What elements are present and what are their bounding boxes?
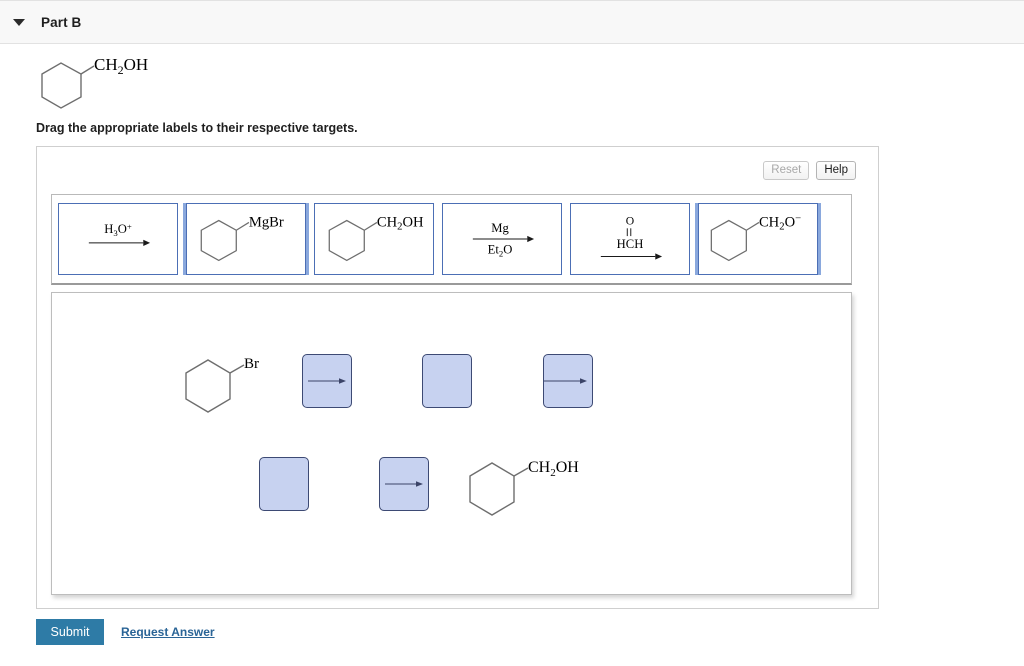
carbonyl-arrow-drawing: O HCH [600, 214, 663, 260]
substituent-label: CH2OH [94, 55, 148, 77]
reactant-cyclohexyl-bromide: Br [180, 348, 300, 428]
submit-button[interactable]: Submit [36, 619, 104, 645]
substituent-label: CH2OH [528, 459, 579, 479]
arrow-icon [308, 378, 346, 384]
carbonyl-oxygen-label: O [626, 214, 634, 227]
reset-button[interactable]: Reset [763, 161, 810, 180]
arrow-icon [385, 481, 423, 487]
substituent-label: CH2OH [377, 214, 424, 232]
prompt-structure-cyclohexylmethanol: CH2OH [36, 52, 236, 114]
structure-drawing: MgBr [200, 214, 284, 262]
structure-drawing: CH2OH [328, 214, 424, 262]
structure-drawing: CH2O− [710, 213, 801, 262]
carbonyl-carbon-label: HCH [617, 237, 644, 251]
drop-target-5[interactable] [379, 457, 429, 511]
label-tile-ch2oh[interactable]: CH2OH [314, 203, 434, 275]
drop-target-3[interactable] [539, 354, 593, 408]
drop-target-work-area: Br [51, 292, 852, 595]
page-title: Part B [41, 14, 82, 30]
reagent-below-label: Et2O [488, 243, 513, 259]
drop-target-1[interactable] [302, 354, 352, 408]
reagent-above-label: Mg [491, 221, 509, 235]
structure-drawing: Br [185, 356, 259, 413]
part-header: Part B [0, 0, 1024, 44]
label-tile-h3o[interactable]: H3O+ [58, 203, 178, 275]
reagent-arrow-drawing: Mg Et2O [472, 221, 535, 259]
reagent-arrow-drawing: H3O+ [88, 221, 151, 246]
label-tile-ch2o-minus[interactable]: CH2O− [698, 203, 818, 275]
label-bank: H3O+ MgBr CH2OH [51, 194, 852, 285]
drop-target-4[interactable] [259, 457, 309, 511]
chevron-down-icon[interactable] [13, 18, 25, 26]
help-button[interactable]: Help [816, 161, 856, 180]
activity-panel: Reset Help H3O+ MgBr [36, 146, 879, 609]
structure-drawing: CH2OH [469, 459, 579, 516]
drop-target-2[interactable] [422, 354, 472, 408]
panel-toolbar: Reset Help [763, 161, 856, 180]
structure-drawing: CH2OH [41, 55, 148, 109]
label-tile-mg-et2o[interactable]: Mg Et2O [442, 203, 562, 275]
substituent-label: CH2O− [759, 213, 801, 233]
substituent-label: Br [244, 356, 259, 372]
label-tile-mgbr[interactable]: MgBr [186, 203, 306, 275]
arrow-icon [539, 378, 587, 384]
substituent-label: MgBr [249, 214, 284, 230]
request-answer-link[interactable]: Request Answer [121, 625, 215, 639]
instruction-text: Drag the appropriate labels to their res… [36, 121, 358, 135]
reagent-above-label: H3O+ [104, 221, 132, 238]
product-cyclohexylmethanol: CH2OH [464, 451, 634, 531]
label-tile-formaldehyde[interactable]: O HCH [570, 203, 690, 275]
